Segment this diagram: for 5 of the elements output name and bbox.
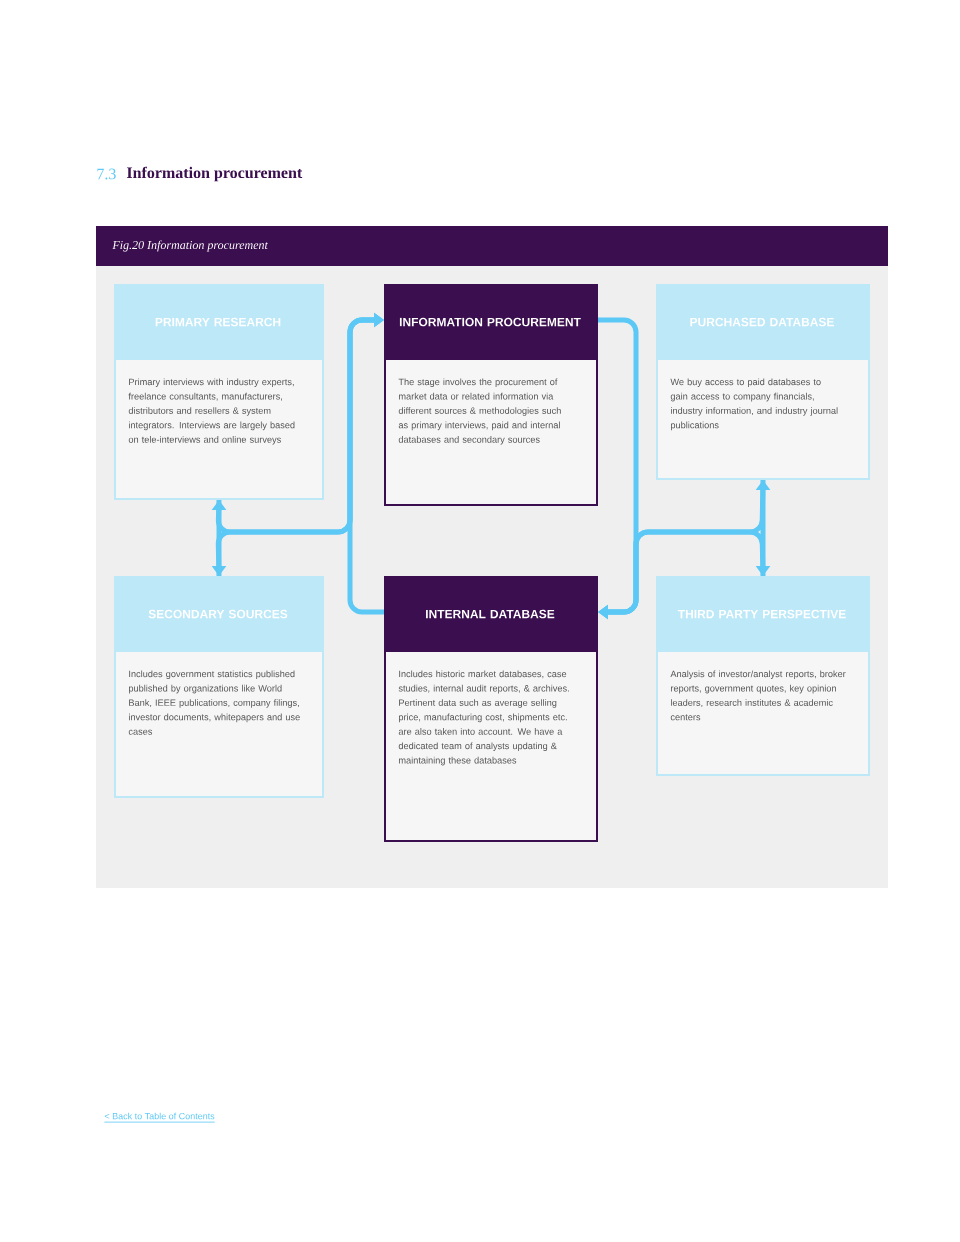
arrow — [598, 529, 766, 620]
arrow — [755, 480, 771, 576]
section-title: Information procurement — [126, 166, 303, 182]
section-number: 7.3 — [97, 168, 116, 180]
arrow — [211, 500, 227, 576]
